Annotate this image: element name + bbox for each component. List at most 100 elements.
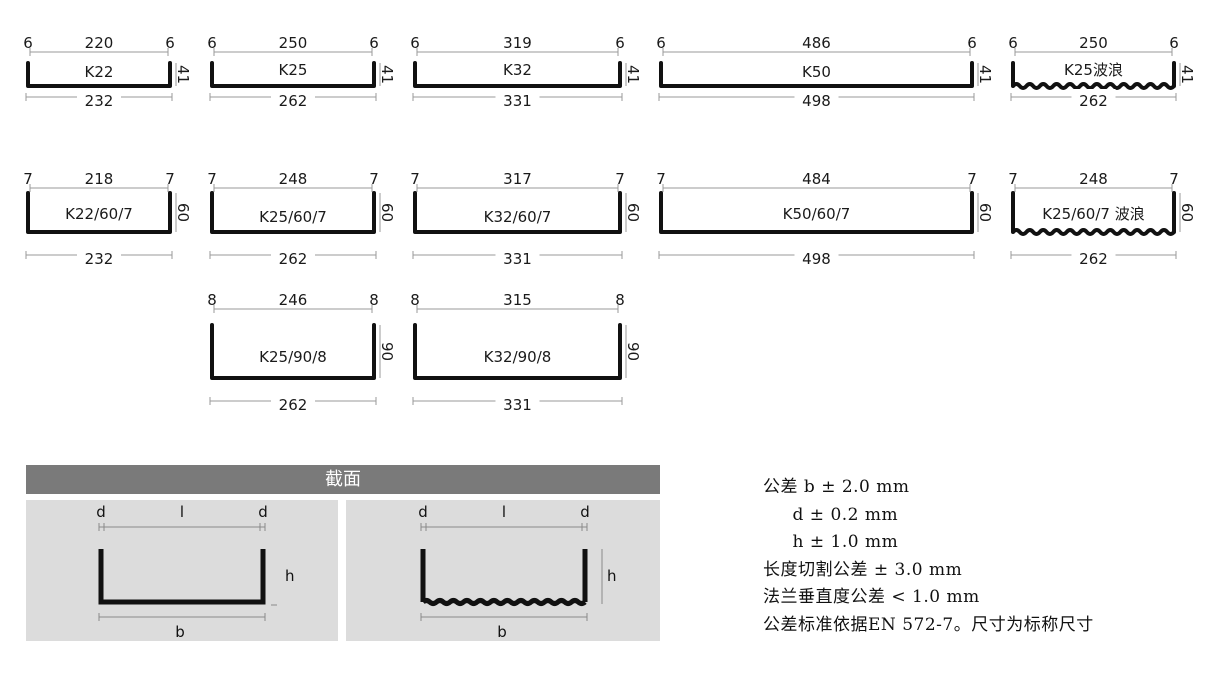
tolerance-b: 公差 b ± 2.0 mm [763,477,910,497]
inner-width: 250 [1079,34,1108,52]
inner-width: 220 [85,34,114,52]
outer-label-bg [1071,89,1116,103]
outer-label-bg [495,393,540,407]
channel-profile [26,61,172,88]
inner-width: 248 [1079,170,1108,188]
symbol-l: l [502,503,506,521]
inner-width: 315 [503,291,532,309]
symbol-d-right: d [580,503,590,521]
outer-label-bg [271,247,315,261]
profile-height: 60 [976,203,994,222]
profile-height: 60 [1178,203,1196,222]
profile-name: K25波浪 [1064,61,1123,79]
channel-wavy-base [1011,82,1176,90]
flange-left-width: 6 [410,34,420,52]
section-wavy-base [421,598,587,606]
tolerance-length-cut: 长度切割公差 ± 3.0 mm [763,559,963,580]
flange-right-width: 8 [615,291,625,309]
inner-width: 248 [279,170,308,188]
profile-height: 60 [378,203,396,222]
outer-width: 498 [802,250,831,268]
symbol-d-left: d [418,503,428,521]
profile-height: 41 [174,65,192,84]
outer-width: 232 [85,92,114,110]
flange-left-width: 7 [656,170,666,188]
outer-width: 331 [503,92,532,110]
flange-right-width: 6 [1169,34,1179,52]
outer-label-bg [271,89,315,103]
outer-width: 262 [279,250,308,268]
flange-right-width: 7 [369,170,379,188]
inner-width: 484 [802,170,831,188]
flange-left-width: 7 [207,170,217,188]
outer-label-bg [77,89,121,103]
flange-right-width: 7 [615,170,625,188]
flange-right-width: 6 [967,34,977,52]
tolerance-h: h ± 1.0 mm [763,532,899,552]
outer-width: 262 [279,396,308,414]
outer-label-bg [794,89,839,103]
profile-height: 41 [1178,65,1196,84]
outer-width: 331 [503,396,532,414]
flange-left-width: 7 [410,170,420,188]
tolerance-d: d ± 0.2 mm [763,504,899,525]
profile-height: 60 [174,203,192,222]
flange-left-width: 6 [23,34,33,52]
profile-name: K32/90/8 [484,348,552,366]
channel-profile [659,191,974,234]
section-profile [98,549,266,605]
channel-profile [26,191,172,234]
outer-label-bg [794,247,839,261]
outer-width: 262 [1079,250,1108,268]
flange-right-width: 6 [369,34,379,52]
profile-name: K25/60/7 [259,208,327,226]
profile-name: K32 [503,61,532,79]
inner-width: 319 [503,34,532,52]
profile-name: K50 [802,63,831,81]
symbol-l: l [180,503,184,521]
outer-label-bg [1071,247,1116,261]
section-title: 截面 [26,465,660,494]
profile-name: K25/60/7 波浪 [1042,205,1144,223]
profile-height: 90 [378,342,396,361]
profile-height: 60 [624,203,642,222]
flange-left-width: 8 [410,291,420,309]
flange-right-width: 7 [165,170,175,188]
channel-wavy-base [1011,228,1176,236]
flange-left-width: 6 [656,34,666,52]
profile-name: K50/60/7 [783,205,851,223]
flange-right-width: 6 [615,34,625,52]
symbol-d-right: d [258,503,268,521]
tolerance-notes: 公差 b ± 2.0 mm d ± 0.2 mm h ± 1.0 mm 长度切割… [763,474,1094,639]
channel-profile [210,323,376,380]
profile-height: 90 [624,342,642,361]
profile-height: 41 [976,65,994,84]
flange-right-width: 6 [165,34,175,52]
tolerance-standard-note: 公差标准依据EN 572-7。尺寸为标称尺寸 [763,614,1094,635]
flange-left-width: 7 [1008,170,1018,188]
channel-profile [413,323,622,380]
outer-label-bg [77,247,121,261]
flange-right-width: 8 [369,291,379,309]
profile-height: 41 [378,65,396,84]
channel-profile [210,61,376,88]
flange-right-width: 7 [1169,170,1179,188]
flange-left-width: 6 [207,34,217,52]
symbol-h: h [285,567,295,585]
outer-width: 498 [802,92,831,110]
channel-profile [413,61,622,88]
outer-label-bg [271,393,315,407]
outer-width: 232 [85,250,114,268]
channel-profile [210,191,376,234]
symbol-h: h [607,567,617,585]
outer-width: 262 [1079,92,1108,110]
profile-name: K22/60/7 [65,205,133,223]
inner-width: 246 [279,291,308,309]
flange-left-width: 7 [23,170,33,188]
symbol-d-left: d [96,503,106,521]
flange-right-width: 7 [967,170,977,188]
profile-name: K25/90/8 [259,348,327,366]
outer-width: 262 [279,92,308,110]
flange-left-width: 6 [1008,34,1018,52]
